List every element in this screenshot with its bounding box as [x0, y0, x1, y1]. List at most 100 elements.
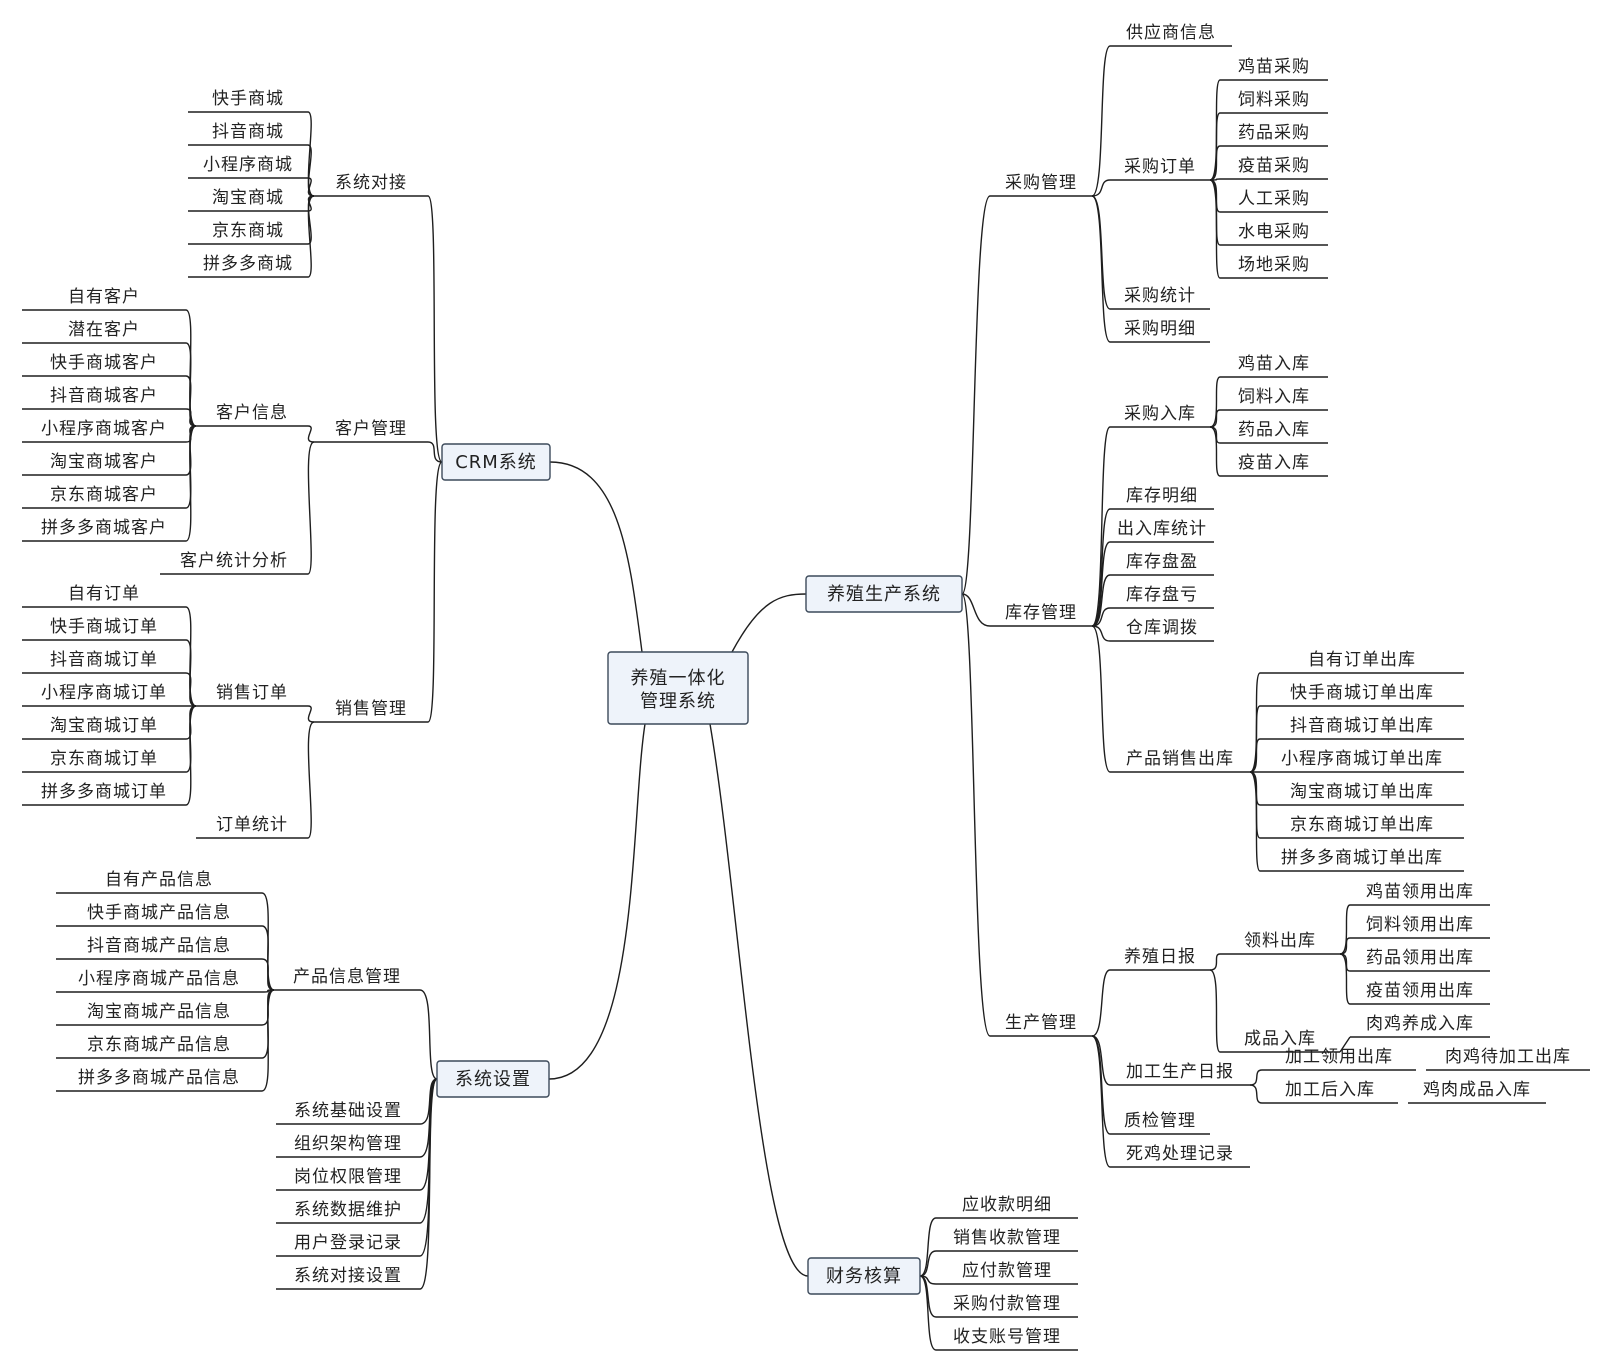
connector-line [1091, 625, 1111, 642]
purchase-order-item-label: 鸡苗采购 [1238, 57, 1310, 77]
purchase-order-item: 鸡苗采购 [1220, 57, 1328, 81]
finance-item: 应收款明细 [936, 1195, 1078, 1219]
customer-analysis: 客户统计分析 [160, 551, 308, 575]
inventory-mgmt: 库存管理 [990, 603, 1092, 627]
sales-outbound-item-label: 淘宝商城订单出库 [1290, 782, 1434, 802]
connector-line [1249, 1084, 1263, 1104]
connector-line [709, 723, 809, 1277]
connector-line [961, 195, 991, 595]
processing-report: 加工生产日报 [1110, 1062, 1250, 1086]
connector-line [1339, 937, 1351, 955]
sales-mgmt: 销售管理 [314, 699, 428, 723]
connector-line [1209, 953, 1221, 971]
processed-inbound: 加工后入库 [1262, 1080, 1398, 1104]
crm-branch: CRM系统 [441, 443, 551, 481]
connector-line [1339, 1036, 1351, 1053]
sales-outbound-item-label: 抖音商城订单出库 [1290, 716, 1434, 736]
system-integration-item-label: 抖音商城 [212, 122, 284, 142]
system-integration-item: 拼多多商城 [188, 254, 308, 278]
connector-line [1209, 409, 1221, 428]
settings-item-label: 系统基础设置 [294, 1101, 402, 1121]
connector-line [1091, 541, 1111, 627]
customer-info-item-label: 抖音商城客户 [50, 386, 158, 406]
root-title-line-1: 养殖一体化 [631, 667, 726, 689]
connector-line [1091, 45, 1111, 197]
connector-line [307, 177, 315, 197]
mind-map-nodes: 养殖一体化管理系统CRM系统系统设置养殖生产系统财务核算系统对接客户管理销售管理… [22, 23, 1590, 1351]
inventory-item: 仓库调拨 [1110, 618, 1214, 642]
processing-outbound-item-label: 肉鸡待加工出库 [1445, 1047, 1571, 1067]
connector-line [1249, 672, 1261, 773]
purchase-orders: 采购订单 [1110, 157, 1210, 181]
purchase-inbound-item: 药品入库 [1220, 420, 1328, 444]
customer-info-item-label: 拼多多商城客户 [41, 518, 167, 538]
sales-outbound-item: 自有订单出库 [1260, 650, 1464, 674]
settings-item: 用户登录记录 [276, 1233, 420, 1257]
connector-line [1339, 953, 1351, 1005]
settings-branch: 系统设置 [436, 1060, 550, 1098]
supplier-info-label: 供应商信息 [1126, 23, 1216, 43]
system-integration-item-label: 小程序商城 [203, 155, 293, 175]
customer-info-item: 淘宝商城客户 [22, 452, 186, 476]
inventory-item: 库存盘亏 [1110, 585, 1214, 609]
sales-order-item-label: 自有订单 [68, 584, 140, 604]
processing-outbound-item: 肉鸡待加工出库 [1426, 1047, 1590, 1071]
connector-line [427, 195, 443, 463]
system-integration-item-label: 拼多多商城 [203, 254, 293, 274]
sales-order-item: 拼多多商城订单 [22, 782, 186, 806]
purchase-order-item: 疫苗采购 [1220, 156, 1328, 180]
connector-line [307, 111, 315, 197]
purchase-order-item: 场地采购 [1220, 255, 1328, 279]
connector-line [1091, 426, 1111, 627]
purchase-order-item: 饲料采购 [1220, 90, 1328, 114]
sales-order-item: 京东商城订单 [22, 749, 186, 773]
material-outbound-item-label: 疫苗领用出库 [1366, 981, 1474, 1001]
connector-line [1091, 607, 1111, 627]
customer-info-item-label: 潜在客户 [68, 320, 140, 340]
settings-item: 岗位权限管理 [276, 1167, 420, 1191]
inventory-item-label: 库存盘亏 [1126, 585, 1198, 605]
material-outbound-item: 饲料领用出库 [1350, 915, 1490, 939]
connector-line [1209, 376, 1221, 428]
customer-info-item: 潜在客户 [22, 320, 186, 344]
connector-line [419, 989, 438, 1080]
connector-line [307, 144, 315, 197]
production-mgmt: 生产管理 [990, 1013, 1092, 1037]
product-info-item-label: 淘宝商城产品信息 [87, 1002, 231, 1022]
sales-order-item-label: 抖音商城订单 [50, 650, 158, 670]
processing-outbound-label: 加工领用出库 [1285, 1047, 1393, 1067]
purchase-stats-label: 采购统计 [1124, 286, 1196, 306]
purchase-order-item-label: 人工采购 [1238, 189, 1310, 209]
settings-item: 系统对接设置 [276, 1266, 420, 1290]
connector-line [185, 705, 197, 806]
settings-item-label: 用户登录记录 [294, 1233, 402, 1253]
sales-order-item-label: 快手商城订单 [50, 617, 158, 637]
order-stats: 订单统计 [196, 815, 308, 839]
dead-records: 死鸡处理记录 [1110, 1144, 1250, 1168]
product-info-item-label: 小程序商城产品信息 [78, 969, 240, 989]
system-integration-item: 京东商城 [188, 221, 308, 245]
procurement-mgmt-label: 采购管理 [1005, 173, 1077, 193]
purchase-inbound-item: 饲料入库 [1220, 387, 1328, 411]
system-integration-item-label: 快手商城 [212, 89, 284, 109]
root-title-line-2: 管理系统 [640, 691, 716, 712]
inventory-item: 库存盘盈 [1110, 552, 1214, 576]
connector-line [185, 375, 197, 427]
sales-outbound-item: 小程序商城订单出库 [1260, 749, 1464, 773]
purchase-details: 采购明细 [1110, 319, 1210, 343]
material-outbound-item-label: 饲料领用出库 [1366, 915, 1474, 935]
connector-line [1209, 145, 1221, 181]
sales-outbound-item: 拼多多商城订单出库 [1260, 848, 1464, 872]
sales-outbound-item: 淘宝商城订单出库 [1260, 782, 1464, 806]
purchase-inbound-item-label: 饲料入库 [1238, 387, 1310, 407]
purchase-order-item: 水电采购 [1220, 222, 1328, 246]
finance-item-label: 销售收款管理 [953, 1228, 1061, 1248]
production-branch-box [805, 575, 963, 613]
finance-item: 收支账号管理 [936, 1327, 1078, 1351]
customer-info-item-label: 快手商城客户 [50, 353, 158, 373]
product-info-item: 快手商城产品信息 [56, 903, 262, 927]
product-info-item-label: 抖音商城产品信息 [87, 936, 231, 956]
supplier-info: 供应商信息 [1110, 23, 1232, 47]
sales-order-item-label: 京东商城订单 [50, 749, 158, 769]
connector-line [185, 672, 197, 707]
